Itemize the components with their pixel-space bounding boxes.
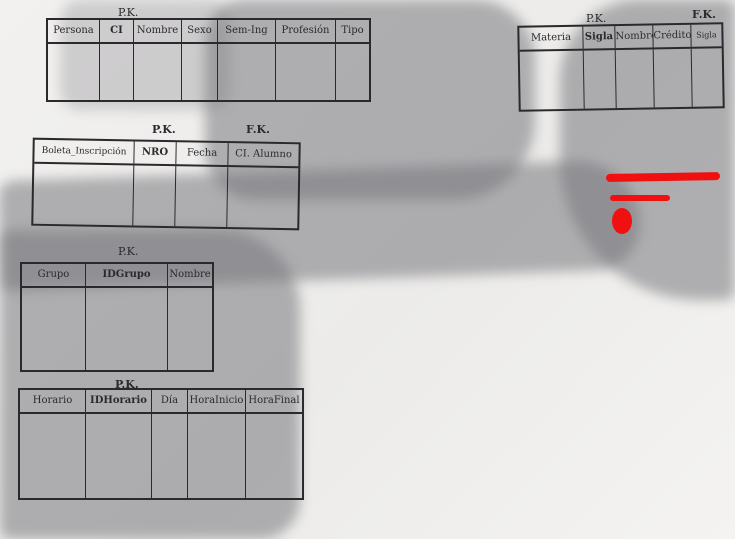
header-sem-ing: Sem-Ing [218,20,276,42]
pk-label: P.K. [115,378,139,391]
header-sigla: Sigla [583,26,616,49]
pk-label: P.K. [586,12,607,25]
header-nombre: Nombre [134,20,182,42]
header-nro: NRO [134,141,177,165]
red-redaction-mark [610,195,670,201]
header-materia: Materia [519,26,584,50]
header-profesion: Profesión [276,20,336,42]
red-redaction-mark [612,208,632,234]
header-credito: Crédito [653,24,692,48]
table-persona: Persona CI Nombre Sexo Sem-Ing Profesión… [46,18,371,102]
header-dia: Día [152,390,188,412]
pk-label: P.K. [118,245,139,258]
hand-shadow [0,230,300,539]
header-sexo: Sexo [182,20,218,42]
header-horainicio: HoraInicio [188,390,246,412]
pk-label: P.K. [118,6,139,19]
pk-label: P.K. [152,123,176,136]
header-idgrupo: IDGrupo [86,264,168,286]
header-idhorario: IDHorario [86,390,152,412]
header-boleta: Boleta_Inscripción [34,139,135,164]
header-grupo: Grupo [22,264,86,286]
header-sigla-fk: Sigla [696,30,717,40]
header-nombre: Nombre [615,25,654,49]
header-nombre: Nombre [169,269,211,280]
fk-label: F.K. [692,8,716,21]
table-grupo: Grupo IDGrupo Nombre [20,262,214,372]
table-materia: Materia Sigla Nombre Crédito Sigla [517,22,725,112]
table-horario: Horario IDHorario Día HoraInicio HoraFin… [18,388,304,500]
header-horafinal: HoraFinal [248,395,300,406]
header-horario: Horario [20,390,86,412]
header-ci-alumno: CI. Alumno [235,148,293,161]
header-persona: Persona [48,20,100,42]
header-fecha: Fecha [176,142,229,166]
header-tipo: Tipo [341,25,364,36]
fk-label: F.K. [246,123,270,136]
table-boleta-inscripcion: Boleta_Inscripción NRO Fecha CI. Alumno [31,137,301,231]
header-ci: CI [100,20,134,42]
